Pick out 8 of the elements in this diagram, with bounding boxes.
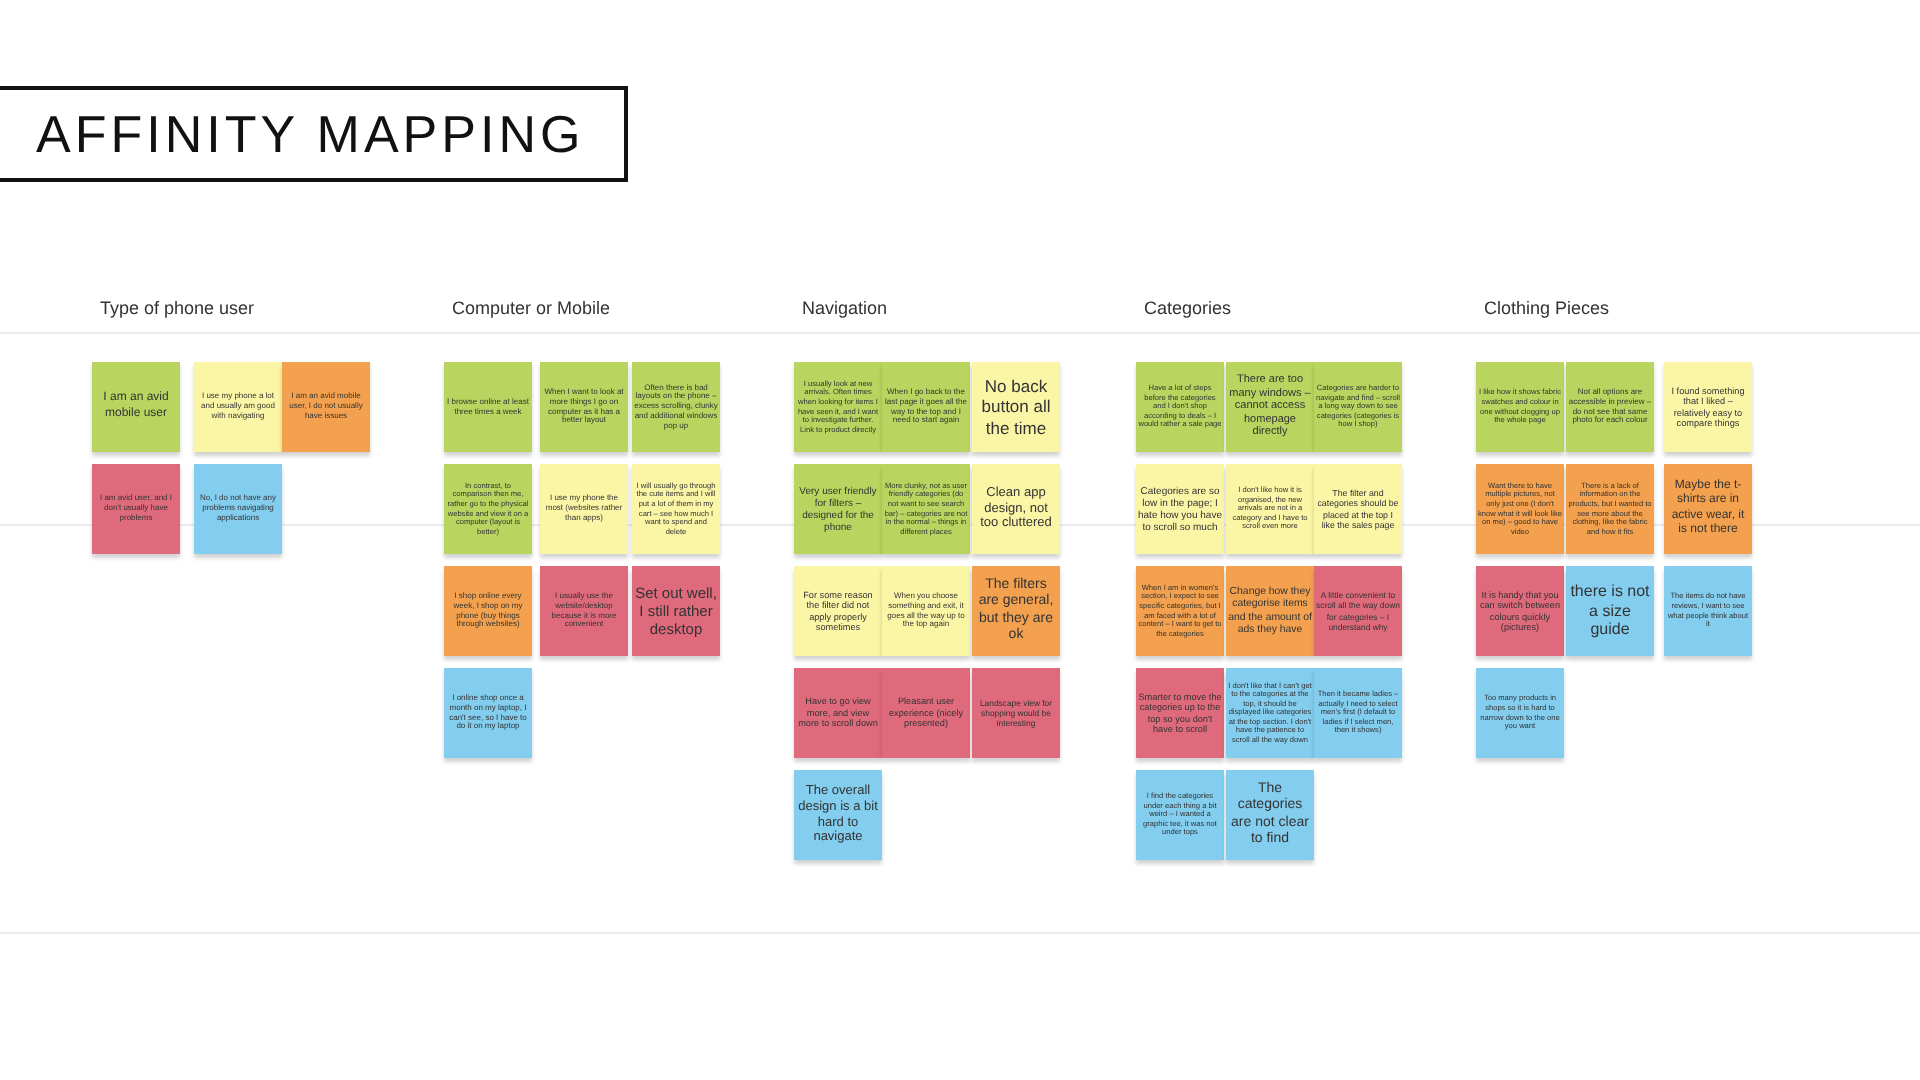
- sticky-note: there is not a size guide: [1566, 566, 1654, 656]
- column-heading: Type of phone user: [100, 298, 255, 318]
- column-heading: Categories: [1144, 298, 1232, 318]
- sticky-note: No back button all the time: [972, 362, 1060, 452]
- column-heading: Computer or Mobile: [452, 298, 611, 318]
- column-heading: Navigation: [802, 298, 888, 318]
- page-title: AFFINITY MAPPING: [0, 86, 628, 182]
- column-heading: Clothing Pieces: [1484, 298, 1610, 318]
